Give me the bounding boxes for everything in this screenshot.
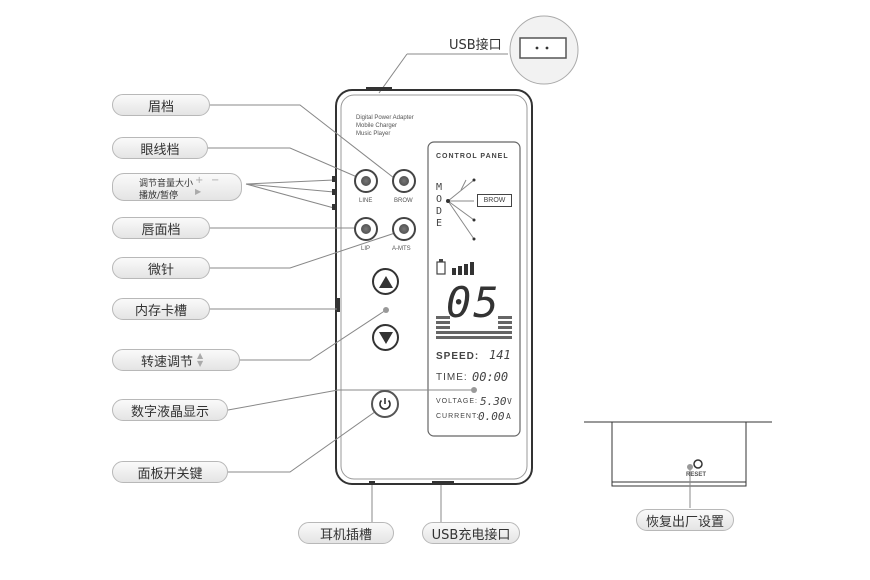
brow-button[interactable] [392, 169, 416, 193]
amts-button[interactable] [392, 217, 416, 241]
microneedle-label: 微针 [112, 257, 210, 279]
current-label: CURRENT: [436, 413, 480, 420]
eyeliner-label: 眼线档 [112, 137, 208, 159]
minus-icon: − [211, 175, 220, 186]
lip-button-label: LIP [361, 246, 371, 252]
power-button[interactable] [371, 390, 399, 418]
header-line-3: Music Player [356, 131, 391, 137]
memory-card-label: 内存卡槽 [112, 298, 210, 320]
triangle-down-icon [378, 331, 393, 344]
amts-button-label: A-MTS [392, 246, 411, 252]
lip-label: 唇面档 [112, 217, 210, 239]
play-icon: ▶ [195, 187, 202, 196]
factory-reset-label: 恢复出厂设置 [636, 509, 734, 531]
usb-charge-label: USB充电接口 [422, 522, 520, 544]
speed-down-button[interactable] [372, 324, 399, 351]
triangle-up-icon [378, 275, 393, 288]
volume-play-label: 调节音量大小 播放/暂停 + − ▶ [112, 173, 242, 201]
time-label: TIME: [436, 372, 468, 383]
speed-up-button[interactable] [372, 268, 399, 295]
control-panel-title: CONTROL PANEL [436, 153, 509, 160]
lcd-digits: 05 [446, 278, 501, 327]
voltage-value: 5.30 [480, 395, 507, 408]
time-value: 00:00 [472, 370, 509, 384]
updown-icon: ▲▼ [197, 351, 204, 368]
mode-letter-e: E [436, 218, 443, 229]
speed-label: SPEED: [436, 351, 480, 362]
power-key-label: 面板开关键 [112, 461, 228, 483]
speed-adjust-text: 转速调节 [140, 354, 193, 370]
speed-adjust-label: 转速调节 ▲▼ [112, 349, 240, 371]
earphone-label: 耳机插槽 [298, 522, 394, 544]
voltage-label: VOLTAGE: [436, 398, 478, 405]
line-button-label: LINE [359, 198, 373, 204]
header-line-2: Mobile Charger [356, 123, 398, 129]
play-pause-text: 播放/暂停 [139, 191, 179, 201]
usb-port-label: USB接口 [449, 38, 502, 53]
power-icon [379, 398, 391, 410]
voltage-unit: V [507, 397, 512, 406]
plus-icon: + [195, 175, 204, 186]
brow-button-label: BROW [394, 198, 413, 204]
mode-letter-m: M [436, 182, 443, 193]
mode-selected-box: BROW [477, 194, 512, 207]
speed-value: 141 [489, 348, 511, 362]
mode-letter-d: D [436, 206, 443, 217]
eyebrow-label: 眉档 [112, 94, 210, 116]
header-line-1: Digital Power Adapter [356, 115, 414, 121]
lip-button[interactable] [354, 217, 378, 241]
current-unit: A [506, 412, 511, 421]
reset-text: RESET [686, 472, 707, 478]
lcd-display-label: 数字液晶显示 [112, 399, 228, 421]
mode-letter-o: O [436, 194, 443, 205]
current-value: 0.00 [478, 410, 505, 423]
volume-text: 调节音量大小 [139, 179, 194, 189]
line-button[interactable] [354, 169, 378, 193]
